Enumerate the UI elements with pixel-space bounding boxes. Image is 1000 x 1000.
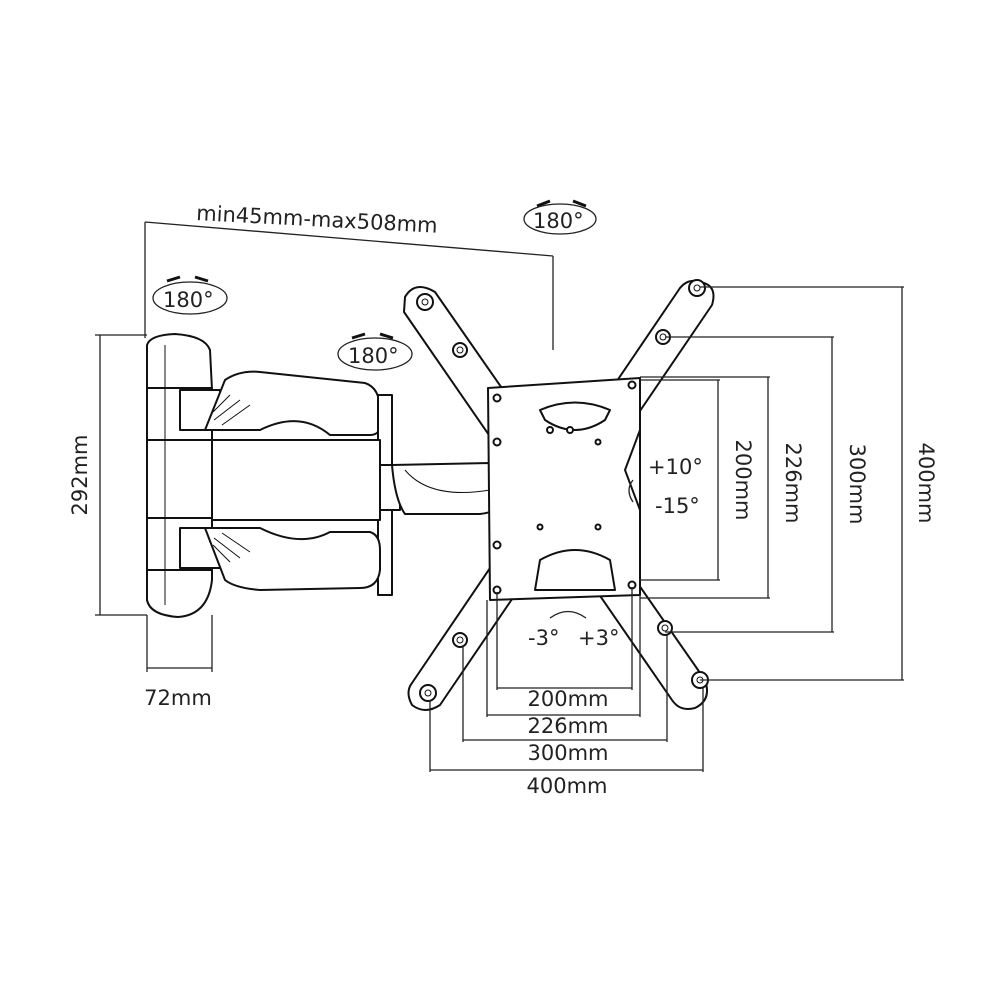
tilt-down-label: -15°: [655, 494, 700, 518]
wall-height-label: 292mm: [68, 435, 92, 516]
wall-width-dimension: 72mm: [144, 615, 213, 710]
rotation-arrow-icon: [549, 610, 587, 619]
arm-link: [211, 439, 381, 521]
reach-label: min45mm-max508mm: [196, 201, 438, 238]
swivel-label-top: 180°: [533, 209, 584, 233]
swivel-badge-wall: 180°: [152, 275, 228, 315]
vesa-v-400: 400mm: [914, 443, 938, 524]
rotation-left-label: -3°: [528, 626, 559, 650]
swivel-badge-top: 180°: [523, 199, 597, 235]
tilt-up-label: +10°: [648, 455, 703, 479]
vesa-bracket: [403, 279, 715, 711]
swivel-badge-arm: 180°: [337, 332, 413, 371]
vesa-h-400: 400mm: [527, 774, 608, 798]
rotation-right-label: +3°: [578, 626, 619, 650]
vesa-v-226: 226mm: [781, 443, 805, 524]
swivel-label-wall: 180°: [163, 288, 214, 312]
swivel-label-arm: 180°: [348, 344, 399, 368]
vesa-h-200: 200mm: [528, 687, 609, 711]
vesa-horizontal-dimensions: 200mm 226mm 300mm 400mm: [429, 587, 704, 798]
wall-plate: [146, 333, 213, 618]
short-arm: [379, 462, 507, 515]
vesa-v-300: 300mm: [845, 444, 869, 525]
tilt-arrow-icon: [628, 479, 634, 503]
vesa-h-300: 300mm: [528, 741, 609, 765]
wall-height-dimension: 292mm: [68, 334, 147, 616]
vesa-vertical-dimensions: 200mm 226mm 300mm 400mm: [640, 286, 938, 681]
vesa-h-226: 226mm: [528, 714, 609, 738]
lower-arm: [179, 527, 381, 591]
reach-dimension: min45mm-max508mm: [144, 201, 554, 350]
wall-width-label: 72mm: [144, 686, 212, 710]
vesa-v-200: 200mm: [731, 440, 755, 521]
